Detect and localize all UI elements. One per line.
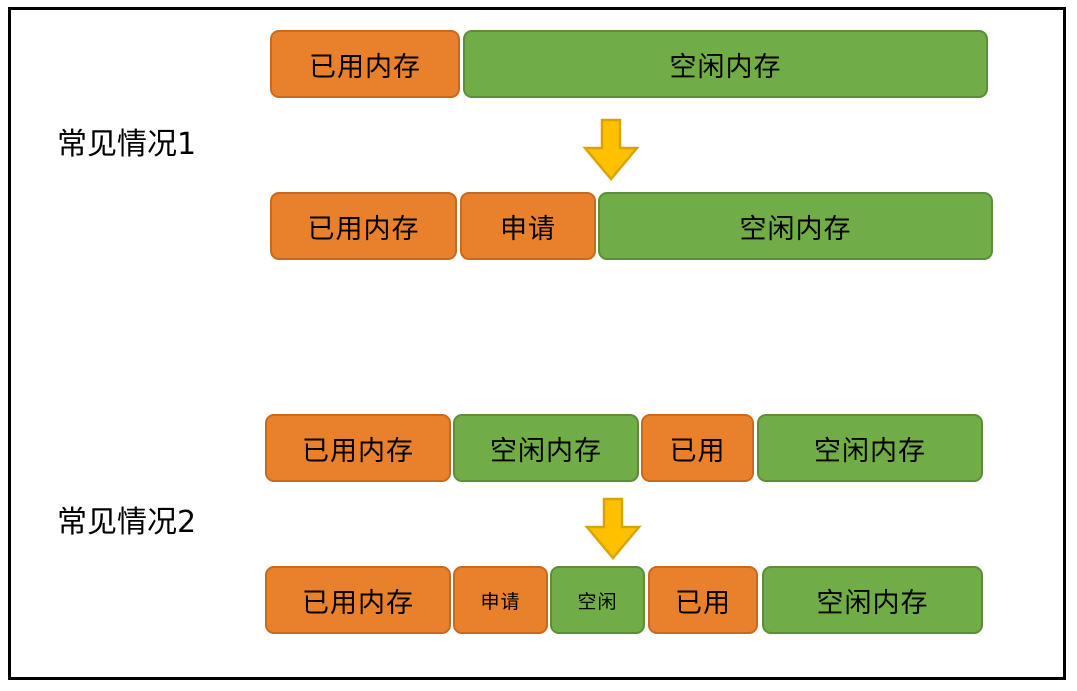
block-label: 已用内存	[302, 587, 414, 619]
diagram-frame	[8, 7, 1066, 680]
block-label: 空闲内存	[669, 51, 782, 83]
case1-label: 常见情况1	[57, 127, 197, 162]
block-label: 空闲	[577, 590, 618, 613]
block-label: 空闲内存	[490, 435, 602, 467]
case1-before-block-free-memory: 空闲内存	[463, 30, 988, 98]
block-label: 空闲内存	[739, 213, 852, 245]
block-label: 已用内存	[302, 435, 414, 467]
case2-after-block-used: 已用	[648, 566, 758, 634]
case2-down-arrow-icon	[584, 497, 642, 561]
block-label: 已用内存	[307, 213, 420, 245]
case2-after-block-request: 申请	[453, 566, 548, 634]
case2-before-block-free-memory-2: 空闲内存	[757, 414, 983, 482]
case2-after-block-free-memory: 空闲内存	[762, 566, 983, 634]
case2-after-block-free: 空闲	[550, 566, 645, 634]
block-label: 已用	[675, 587, 731, 619]
block-label: 已用内存	[309, 51, 421, 83]
case2-label: 常见情况2	[57, 505, 197, 540]
block-label: 空闲内存	[814, 435, 926, 467]
case2-before-block-free-memory-1: 空闲内存	[453, 414, 639, 482]
case2-before-block-used: 已用	[641, 414, 754, 482]
case1-after-block-used-memory: 已用内存	[270, 192, 457, 260]
case1-after-block-free-memory: 空闲内存	[598, 192, 993, 260]
case1-before-block-used-memory: 已用内存	[270, 30, 460, 98]
case2-before-block-used-memory: 已用内存	[265, 414, 451, 482]
block-label: 申请	[480, 590, 521, 613]
case1-down-arrow-icon	[582, 118, 640, 182]
block-label: 已用	[669, 435, 726, 467]
case1-after-block-request: 申请	[460, 192, 596, 260]
block-label: 申请	[500, 213, 556, 245]
case2-after-block-used-memory: 已用内存	[265, 566, 451, 634]
block-label: 空闲内存	[816, 587, 929, 619]
